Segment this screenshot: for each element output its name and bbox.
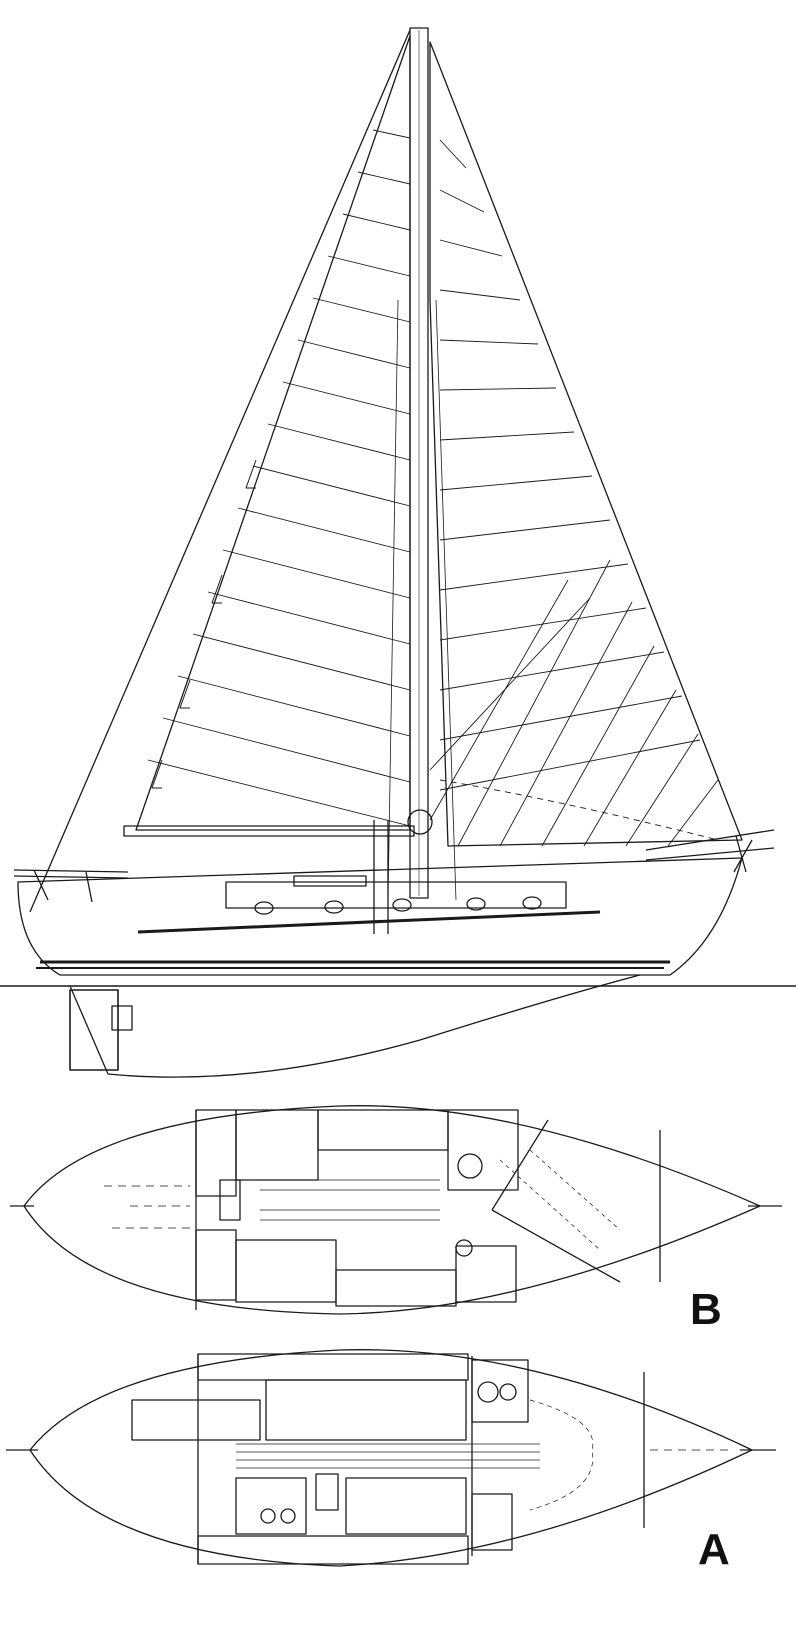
bow-pulpit [645, 829, 775, 873]
forestay [29, 29, 411, 913]
hull-profile [0, 820, 796, 1078]
hull [17, 857, 743, 976]
layout-a-plan [6, 1349, 776, 1567]
cabin [225, 881, 567, 909]
portholes [254, 896, 542, 915]
layout-b-plan [10, 1105, 782, 1315]
boom [123, 825, 415, 837]
layout-b-label: B [690, 1285, 722, 1334]
layout-a-label: A [698, 1525, 730, 1574]
mainsail [135, 35, 411, 831]
sail-plan [29, 27, 743, 913]
headsail [429, 41, 743, 847]
keel [69, 974, 641, 1078]
stern-pulpit [13, 869, 129, 903]
